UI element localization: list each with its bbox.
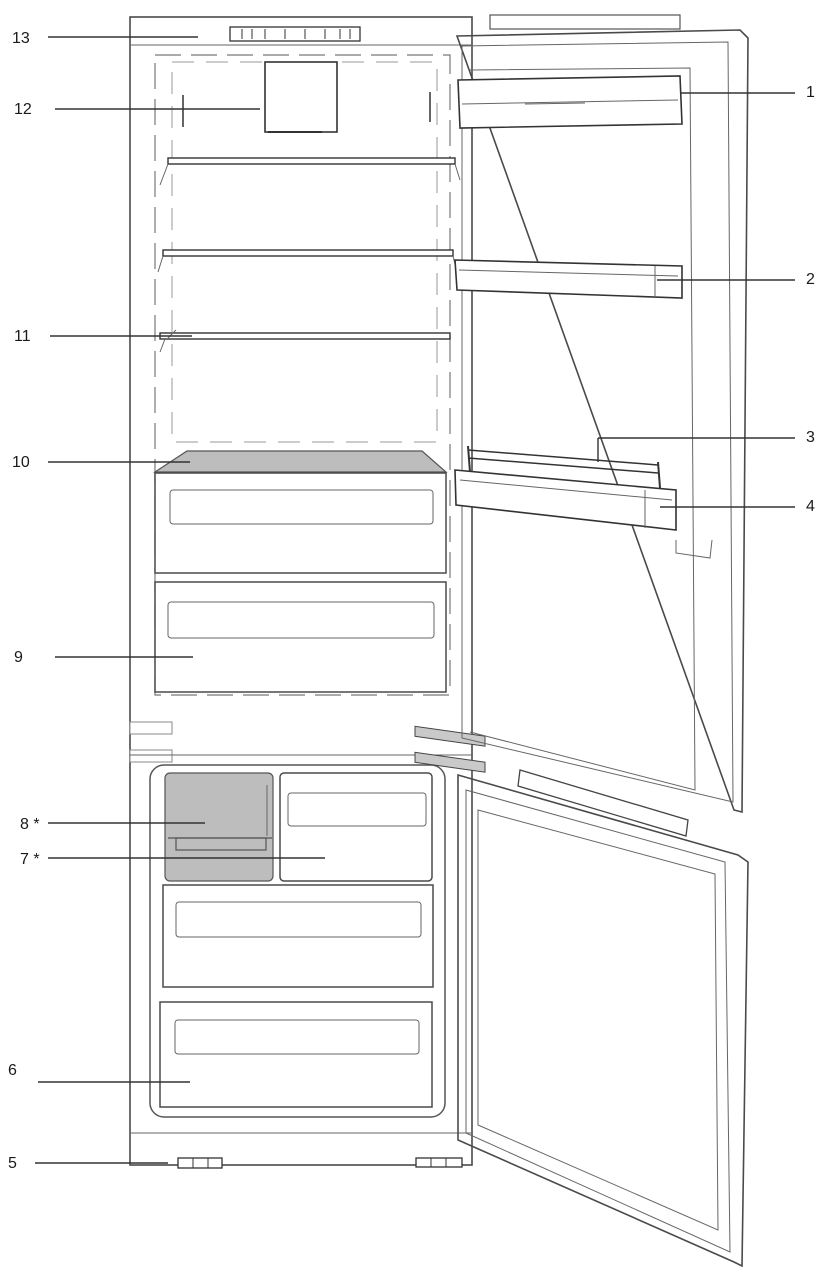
crisper-cover	[152, 450, 448, 473]
ice-cube-tray	[164, 772, 274, 882]
callout-12: 12	[14, 101, 32, 118]
cabinet-outline	[129, 16, 473, 1166]
callout-7: 7 *	[20, 851, 40, 868]
callout-4: 4	[806, 498, 815, 515]
fridge-door	[454, 14, 749, 814]
control-panel	[229, 26, 361, 42]
callout-2: 2	[806, 271, 815, 288]
adjustable-feet	[177, 1157, 463, 1169]
freezer-door	[457, 769, 749, 1268]
bottle-shelf	[454, 469, 677, 531]
callout-9: 9	[14, 649, 23, 666]
freezer-compartment	[149, 764, 446, 1118]
fridge-drawers	[154, 472, 447, 693]
freezer-drawers	[159, 884, 434, 1108]
fridge-compartment	[154, 54, 451, 696]
callout-6: 6	[8, 1062, 17, 1079]
callout-1: 1	[806, 84, 815, 101]
dairy-compartment	[457, 75, 683, 129]
bottle-retainer	[467, 445, 661, 489]
door-shelf	[454, 259, 683, 299]
callout-13: 13	[12, 30, 30, 47]
callout-10: 10	[12, 454, 30, 471]
callout-11: 11	[14, 328, 31, 345]
glass-shelves	[157, 157, 461, 353]
callout-labels: 13 12 11 10 9 8 * 7 * 6 5 1 2 3 4	[8, 30, 815, 1172]
interior-light	[264, 61, 338, 133]
leader-lines	[35, 36, 795, 1164]
callout-8: 8 *	[20, 816, 40, 833]
callout-5: 5	[8, 1155, 17, 1172]
callout-3: 3	[806, 429, 815, 446]
appliance-body	[129, 16, 486, 1169]
